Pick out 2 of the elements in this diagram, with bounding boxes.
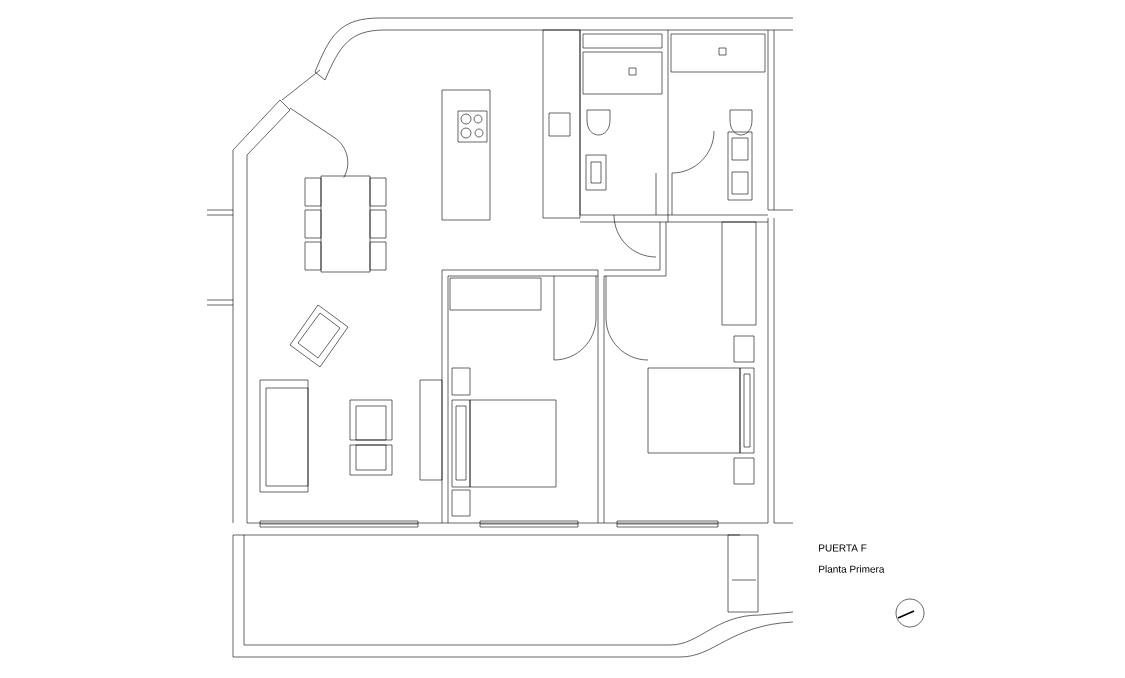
plan-label: Planta Primera bbox=[819, 565, 885, 573]
plan-label: PUERTA F bbox=[819, 544, 867, 552]
